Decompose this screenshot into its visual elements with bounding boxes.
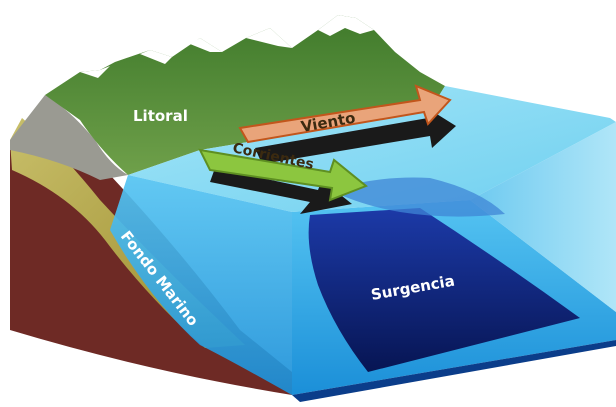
upwelling-mass: [308, 208, 580, 372]
sea-side: [470, 122, 616, 312]
snow-cap-5: [318, 15, 374, 36]
snow-cap-4: [246, 28, 292, 48]
coast-label: Litoral: [133, 107, 188, 125]
snow-cap-1: [80, 66, 110, 78]
sea-bottom-edge: [292, 340, 616, 402]
current-arrow-shadow: [210, 168, 352, 214]
current-arrow: [198, 148, 368, 202]
wind-arrow-shadow: [255, 106, 456, 164]
cliff: [10, 95, 128, 180]
upwelling-plume: [330, 177, 505, 217]
sea-front-left: [110, 175, 292, 395]
snow-cap-2: [140, 50, 172, 64]
snow-cap-3: [190, 38, 222, 52]
wind-arrow: [238, 84, 452, 144]
